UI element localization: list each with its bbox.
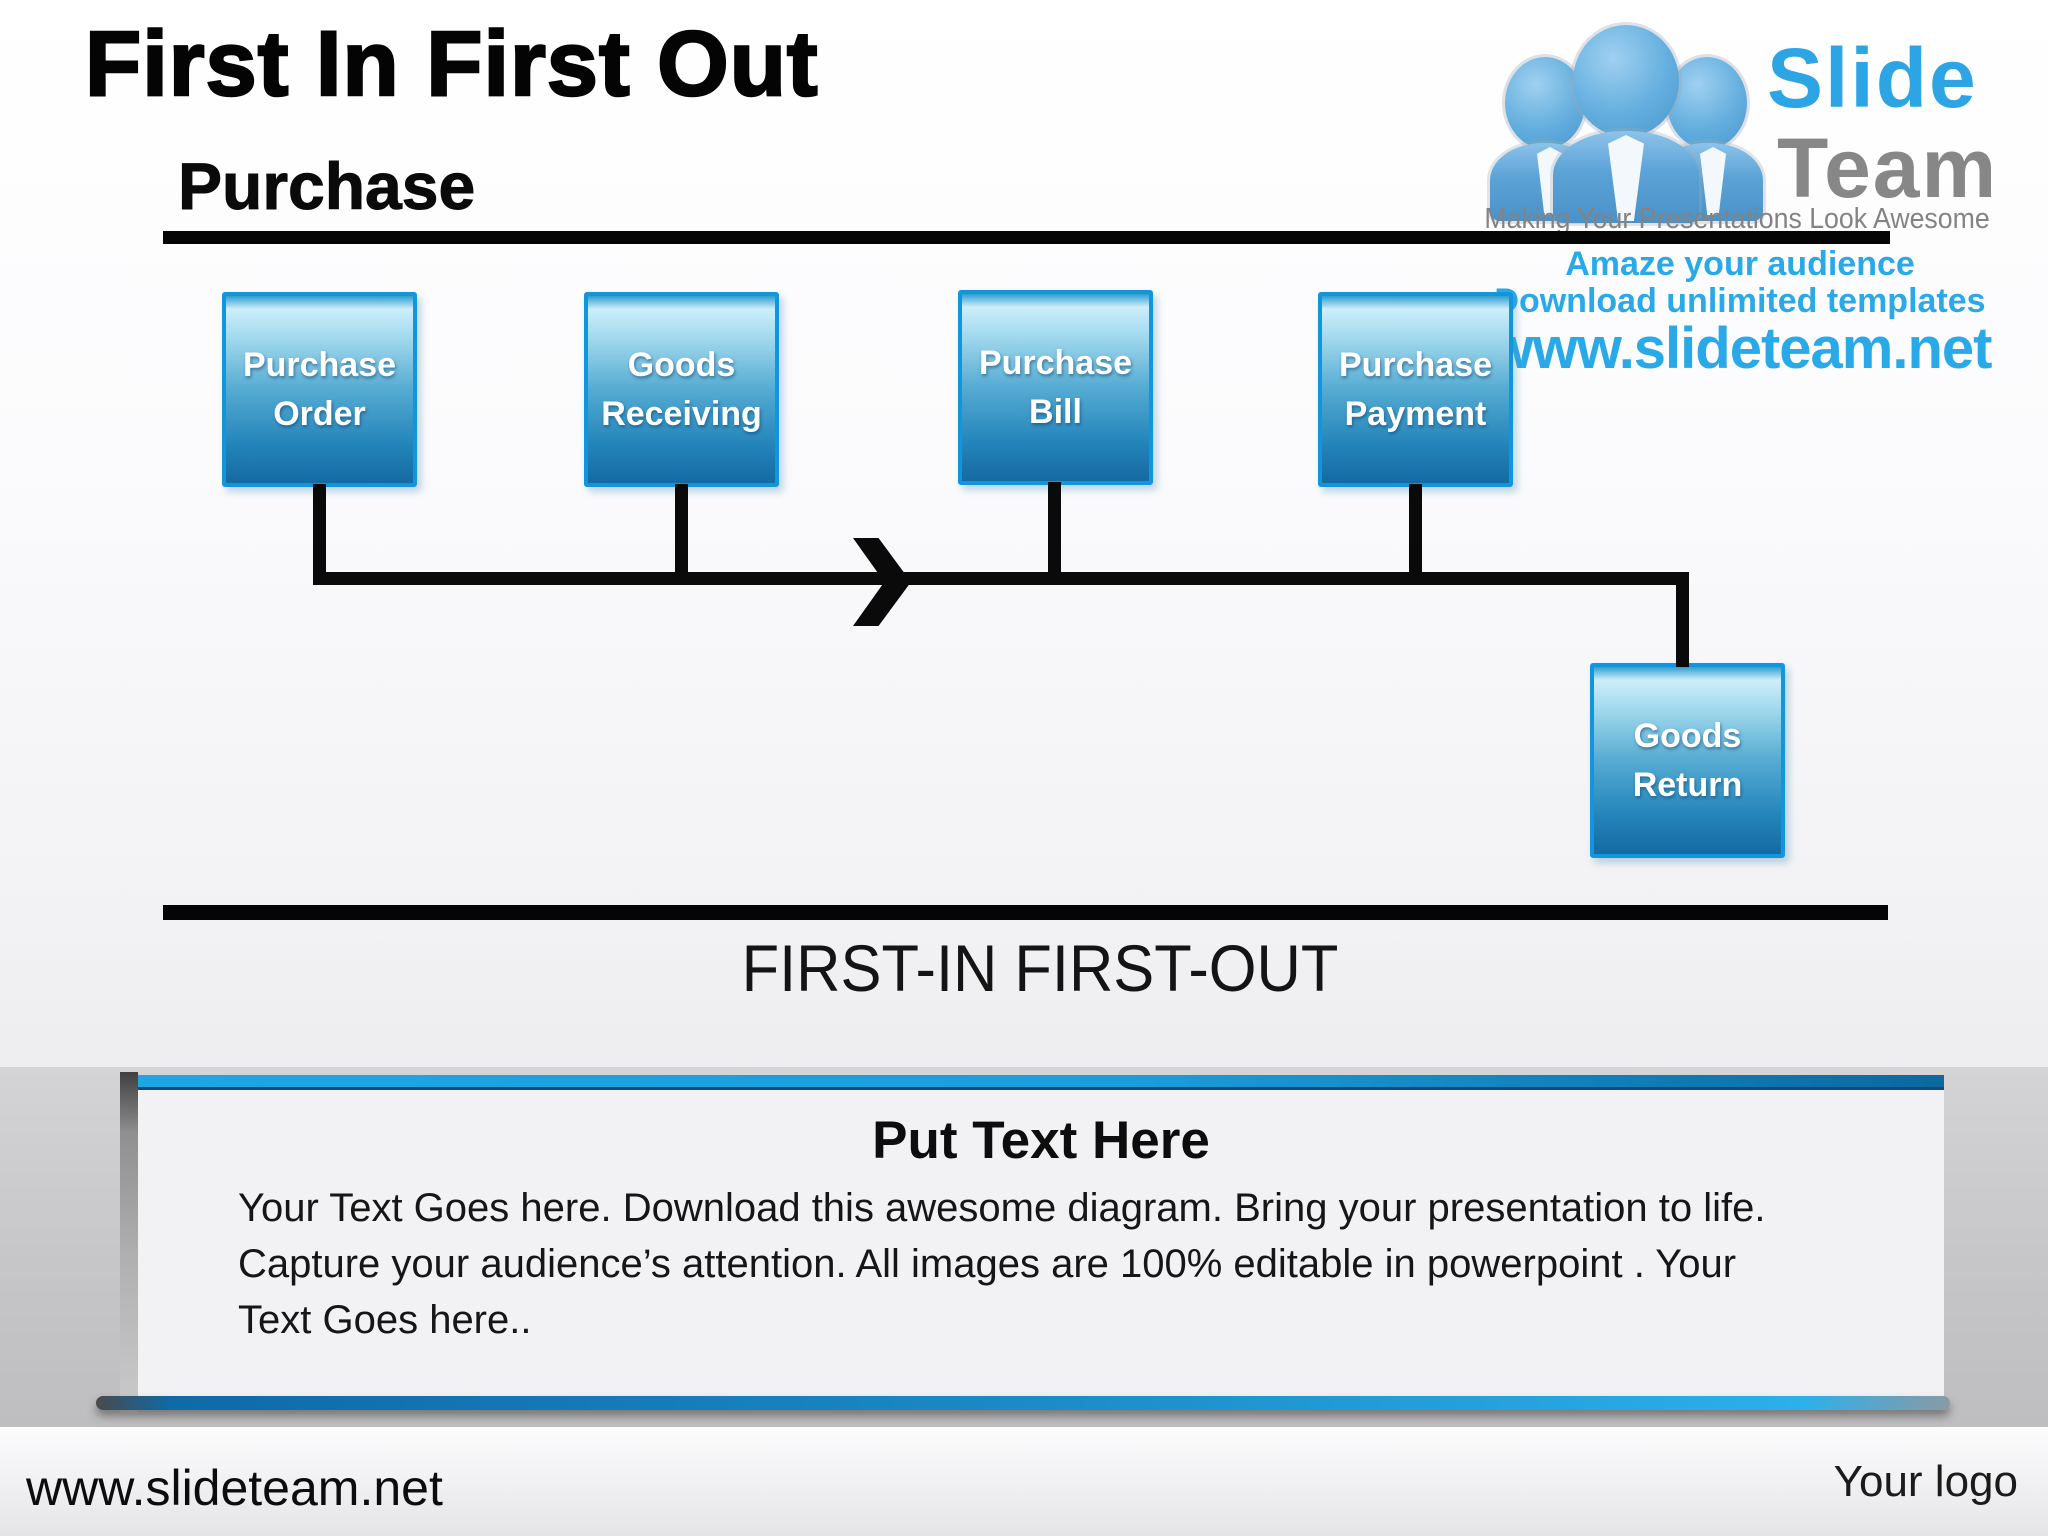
watermark-url: www.slideteam.net (1488, 316, 1993, 381)
flow-box-label: Goods (627, 345, 736, 384)
flow-box-label: Purchase (1338, 345, 1493, 384)
panel-body-text: Your Text Goes here. Download this aweso… (238, 1180, 1878, 1348)
flow-box-goods-return: Goods Return (1590, 663, 1785, 858)
fifo-label: FIRST-IN FIRST-OUT (741, 931, 1339, 1005)
watermark-line-2: Download unlimited templates (1494, 282, 1986, 320)
panel-body-line: Text Goes here.. (238, 1298, 532, 1342)
fifo-divider-line (163, 905, 1888, 920)
timeline-horizontal (313, 572, 1689, 585)
page-title: First In First Out (84, 12, 819, 117)
flow-box-purchase-order: Purchase Order (222, 292, 417, 487)
panel-heading: Put Text Here (872, 1111, 1210, 1170)
footer: www.slideteam.net Your logo (0, 1427, 2048, 1536)
footer-logo-placeholder: Your logo (1833, 1457, 2018, 1506)
section-underline (163, 231, 1890, 244)
flow-box-goods-receiving: Goods Receiving (584, 292, 779, 487)
watermark-line-1: Amaze your audience (1565, 245, 1915, 283)
connector-purchase-bill (1048, 482, 1061, 579)
section-heading: Purchase (177, 149, 476, 224)
connector-goods-receiving (675, 484, 688, 579)
panel-left-edge (120, 1072, 138, 1413)
flow-box-label: Purchase (242, 345, 397, 384)
logo-brand-bottom: Team (1777, 121, 1999, 215)
footer-website: www.slideteam.net (26, 1460, 443, 1516)
text-placeholder-panel: Put Text Here Your Text Goes here. Downl… (120, 1072, 1944, 1413)
watermark: Amaze your audience Download unlimited t… (1440, 246, 2040, 378)
panel-bottom-bar (96, 1396, 1950, 1410)
connector-goods-return (1676, 572, 1689, 667)
flow-box-purchase-bill: Purchase Bill (958, 290, 1153, 485)
flow-box-label: Goods (1633, 716, 1742, 755)
flow-box-purchase-payment: Purchase Payment (1318, 292, 1513, 487)
connector-purchase-payment (1409, 484, 1422, 579)
connector-purchase-order (313, 484, 326, 579)
panel-body-line: Your Text Goes here. Download this aweso… (238, 1186, 1766, 1230)
panel-body-line: Capture your audience’s attention. All i… (238, 1242, 1737, 1286)
slideteam-logo: Slide Team Making Your Presentations Loo… (1484, 15, 2025, 240)
panel-top-bar (138, 1075, 1944, 1090)
logo-tagline: Making Your Presentations Look Awesome (1484, 203, 1990, 235)
flow-box-label: Purchase (978, 343, 1133, 382)
logo-brand-top: Slide (1767, 31, 1978, 125)
